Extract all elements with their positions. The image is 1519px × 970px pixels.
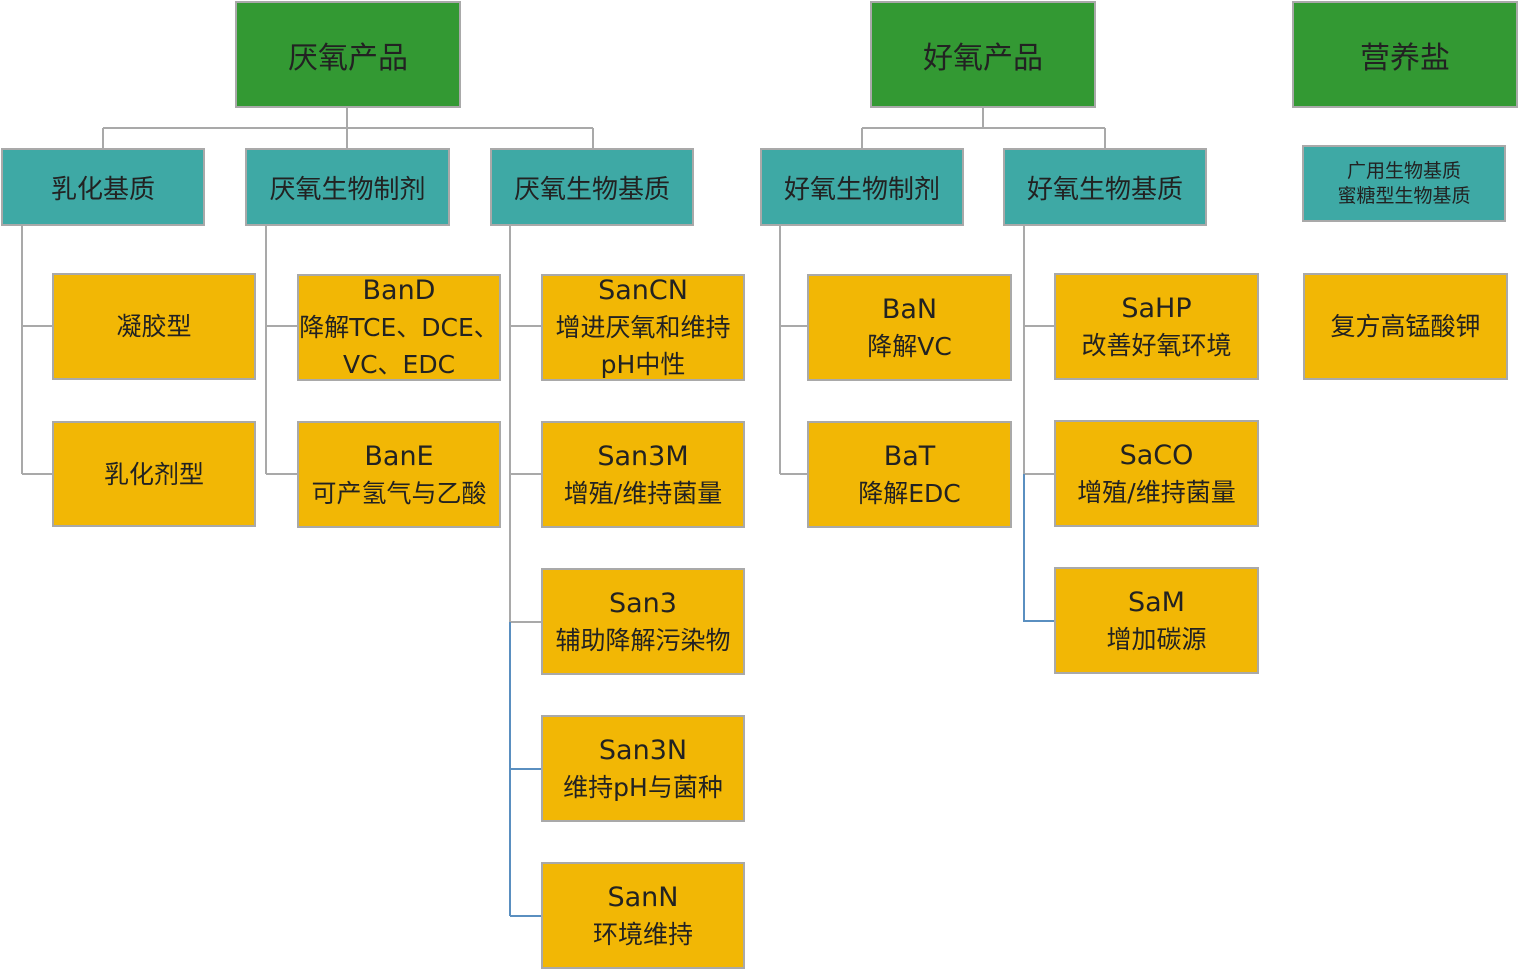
item-san3m: San3M 增殖/维持菌量 <box>541 421 745 528</box>
connector-cat-aerobic-substrate-lower <box>1023 474 1054 622</box>
item-saco: SaCO 增殖/维持菌量 <box>1054 420 1259 527</box>
category-aerobic-bio-agent: 好氧生物制剂 <box>760 148 964 226</box>
item-bane: BanE 可产氢气与乙酸 <box>297 421 501 528</box>
category-nutrient-substrate: 广用生物基质 蜜糖型生物基质 <box>1302 145 1506 222</box>
item-ban: BaN 降解VC <box>807 274 1012 381</box>
item-sann: SanN 环境维持 <box>541 862 745 969</box>
item-gel-type: 凝胶型 <box>52 273 256 380</box>
connector-cat-aerobic-agent <box>779 226 807 475</box>
category-anaerobic-bio-substrate: 厌氧生物基质 <box>490 148 694 226</box>
connector-cat-aerobic-substrate <box>1023 226 1054 475</box>
connector-cat-anaerobic-agent <box>265 226 297 475</box>
connector-top1-to-categories <box>102 108 594 148</box>
item-san3n: San3N 维持pH与菌种 <box>541 715 745 822</box>
connector-cat-emulsion <box>21 226 52 475</box>
connector-cat-anaerobic-substrate-lower <box>509 622 541 917</box>
item-san3: San3 辅助降解污染物 <box>541 568 745 675</box>
group-aerobic-products: 好氧产品 <box>870 1 1096 108</box>
category-aerobic-bio-substrate: 好氧生物基质 <box>1003 148 1207 226</box>
category-emulsion-substrate: 乳化基质 <box>1 148 205 226</box>
category-anaerobic-bio-agent: 厌氧生物制剂 <box>245 148 450 226</box>
item-sancn: SanCN 增进厌氧和维持 pH中性 <box>541 274 745 381</box>
group-anaerobic-products: 厌氧产品 <box>235 1 461 108</box>
connector-cat-anaerobic-substrate <box>509 226 541 623</box>
connector-top2-to-categories <box>861 108 1106 148</box>
item-sam: SaM 增加碳源 <box>1054 567 1259 674</box>
item-band: BanD 降解TCE、DCE、 VC、EDC <box>297 274 501 381</box>
group-nutrient-salts: 营养盐 <box>1292 1 1518 108</box>
item-compound-kmno4: 复方高锰酸钾 <box>1303 273 1508 380</box>
item-emulsifier-type: 乳化剂型 <box>52 421 256 527</box>
item-bat: BaT 降解EDC <box>807 421 1012 528</box>
item-sahp: SaHP 改善好氧环境 <box>1054 273 1259 380</box>
